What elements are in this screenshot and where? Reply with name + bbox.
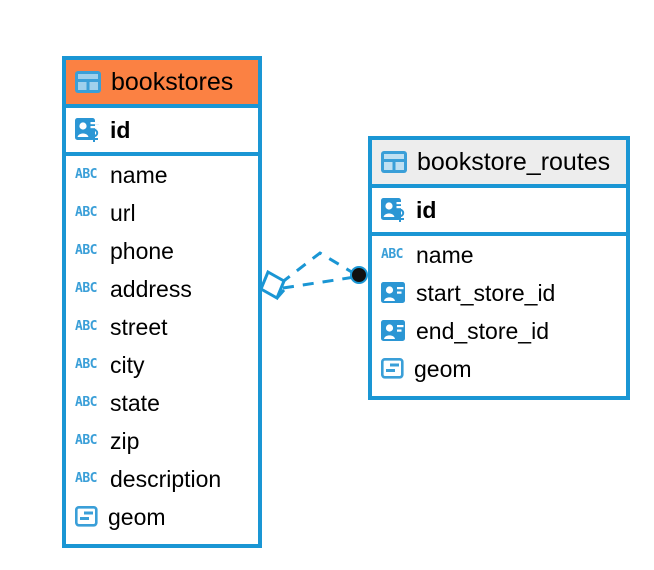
foreign-key-icon (381, 282, 405, 303)
field-row-city[interactable]: ABC city (66, 346, 258, 384)
field-label-street: street (110, 313, 168, 340)
field-label-zip: zip (110, 427, 140, 454)
relationship-line-upper (280, 251, 356, 285)
field-label-address: address (110, 275, 192, 302)
field-row-name[interactable]: ABC name (66, 156, 258, 194)
entity-header-bookstore-routes[interactable]: bookstore_routes (372, 140, 626, 188)
geometry-icon (75, 506, 98, 527)
field-list-bookstores: ABC name ABC url ABC phone ABC address A… (66, 156, 258, 536)
field-row-street[interactable]: ABC street (66, 308, 258, 346)
primary-key-icon (75, 118, 99, 142)
abc-icon: ABC (75, 281, 97, 296)
entity-title-bookstore-routes: bookstore_routes (417, 147, 611, 176)
field-label-city: city (110, 351, 145, 378)
field-label-start-store-id: start_store_id (416, 279, 556, 306)
field-label-url: url (110, 199, 136, 226)
abc-icon: ABC (75, 357, 97, 372)
entity-header-bookstores[interactable]: bookstores (66, 60, 258, 108)
entity-title-bookstores: bookstores (111, 67, 234, 96)
field-row-description[interactable]: ABC description (66, 460, 258, 498)
field-row-address[interactable]: ABC address (66, 270, 258, 308)
field-row-geom[interactable]: geom (372, 350, 626, 388)
abc-icon: ABC (75, 167, 97, 182)
field-row-phone[interactable]: ABC phone (66, 232, 258, 270)
field-row-state[interactable]: ABC state (66, 384, 258, 422)
abc-icon: ABC (75, 319, 97, 334)
primary-key-icon (381, 198, 405, 222)
abc-icon: ABC (75, 471, 97, 486)
field-label-name: name (110, 161, 168, 188)
abc-icon: ABC (75, 205, 97, 220)
field-label-name: name (416, 241, 474, 268)
abc-icon: ABC (75, 433, 97, 448)
field-row-name[interactable]: ABC name (372, 236, 626, 274)
foreign-key-icon (381, 320, 405, 341)
field-label-phone: phone (110, 237, 174, 264)
key-section-bookstores: id (66, 108, 258, 156)
field-row-url[interactable]: ABC url (66, 194, 258, 232)
field-label-geom: geom (414, 355, 472, 382)
field-row-geom[interactable]: geom (66, 498, 258, 536)
field-label-geom: geom (108, 503, 166, 530)
relationship-line-lower (282, 275, 356, 290)
field-row-zip[interactable]: ABC zip (66, 422, 258, 460)
entity-table-bookstores[interactable]: bookstores id (62, 56, 262, 548)
abc-icon: ABC (75, 243, 97, 258)
field-label-description: description (110, 465, 222, 492)
field-label-id: id (110, 116, 131, 143)
abc-icon: ABC (381, 247, 403, 262)
abc-icon: ABC (75, 395, 97, 410)
field-label-state: state (110, 389, 160, 416)
field-list-bookstore-routes: ABC name start_store_id (372, 236, 626, 388)
table-icon (75, 71, 101, 93)
table-icon (381, 151, 407, 173)
field-row-id[interactable]: id (66, 108, 258, 152)
field-label-id: id (416, 196, 437, 223)
field-row-id[interactable]: id (372, 188, 626, 232)
field-row-start-store-id[interactable]: start_store_id (372, 274, 626, 312)
entity-table-bookstore-routes[interactable]: bookstore_routes id ABC na (368, 136, 630, 400)
geometry-icon (381, 358, 404, 379)
diamond-endpoint (259, 269, 286, 301)
field-row-end-store-id[interactable]: end_store_id (372, 312, 626, 350)
field-label-end-store-id: end_store_id (416, 317, 549, 344)
filled-circle-endpoint (350, 266, 368, 284)
key-section-bookstore-routes: id (372, 188, 626, 236)
